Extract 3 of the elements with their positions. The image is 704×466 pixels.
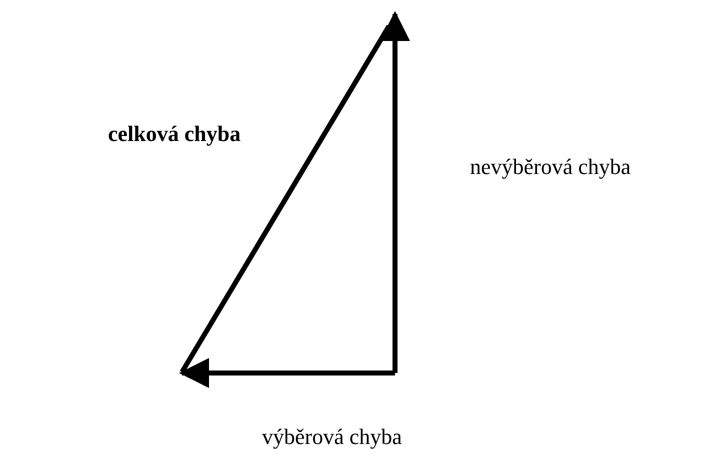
axis-label: celková chyba	[108, 122, 241, 146]
axis-label: nevýběrová chyba	[470, 155, 631, 180]
axis-label: výběrová chyba	[262, 425, 402, 450]
